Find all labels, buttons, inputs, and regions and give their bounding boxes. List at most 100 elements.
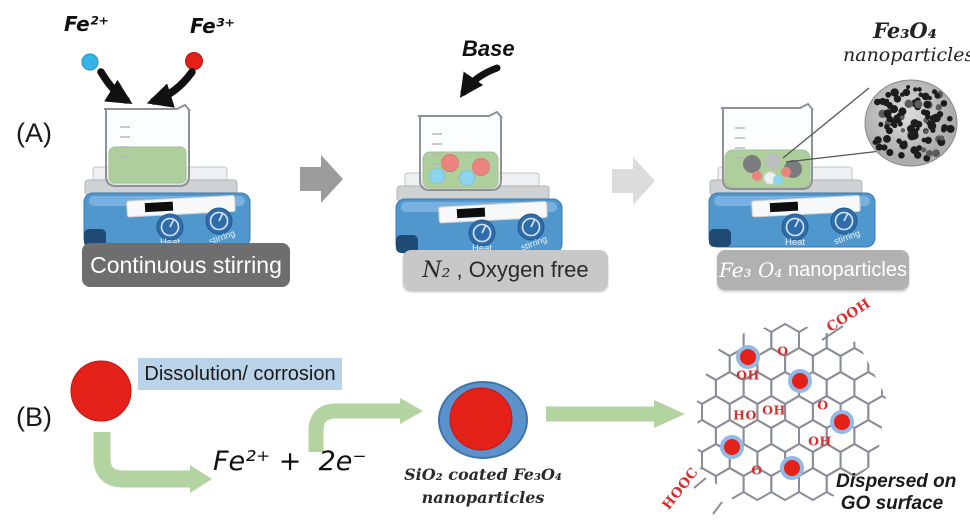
stage3-caption-rest: nanoparticles bbox=[782, 258, 907, 281]
go-anchored-particle bbox=[736, 345, 760, 369]
tem-dot bbox=[932, 149, 940, 158]
stage3-caption-formula: Fe₃ O₄ bbox=[719, 258, 783, 282]
beaker1-graduations bbox=[120, 126, 130, 158]
beaker1-rim bbox=[104, 103, 191, 112]
beaker-2 bbox=[418, 110, 503, 191]
beaker3-nanoparticles bbox=[743, 153, 802, 185]
go-functional-group-label: HO bbox=[733, 408, 757, 423]
go-anchored-particle bbox=[830, 410, 854, 434]
tem-dot bbox=[932, 89, 937, 95]
hotplate-control-panel bbox=[751, 194, 861, 218]
go-anchored-particle bbox=[720, 435, 744, 459]
tem-dot bbox=[927, 121, 935, 129]
tem-dot bbox=[899, 141, 908, 150]
stage2-caption: N₂ , Oxygen free bbox=[403, 250, 608, 290]
beaker2-rim bbox=[418, 110, 503, 119]
dissolution-label: Dissolution/ corrosion bbox=[144, 362, 336, 385]
fe2-label: Fe²⁺ bbox=[64, 12, 109, 36]
tem-dot bbox=[917, 87, 922, 92]
tem-dot bbox=[940, 100, 948, 107]
go-functional-group-label: O bbox=[751, 463, 762, 478]
fe3-arrow bbox=[146, 68, 196, 108]
base-arrow bbox=[459, 64, 501, 98]
core-shell-particle bbox=[438, 381, 528, 459]
tem-dot bbox=[879, 97, 887, 106]
dispersed-label-line1: Dispersed on bbox=[836, 471, 957, 492]
heat-knob-label: Heat bbox=[785, 237, 805, 248]
tem-dot bbox=[930, 127, 936, 133]
tem-dot bbox=[914, 151, 922, 159]
tem-dot bbox=[934, 92, 941, 99]
fe3-dot bbox=[185, 52, 203, 70]
heat-knob-label: Heat bbox=[472, 243, 492, 254]
tem-dot bbox=[914, 100, 923, 109]
tem-dot bbox=[906, 85, 911, 89]
tem-dot bbox=[913, 87, 918, 92]
go-bonds bbox=[693, 325, 844, 515]
elbow-arrow-2 bbox=[308, 398, 423, 452]
stage2-caption-formula: N₂ bbox=[422, 257, 451, 283]
stage-arrow-1 bbox=[300, 155, 343, 203]
stage2-caption-rest: , Oxygen free bbox=[450, 257, 589, 282]
tem-callout-line-2 bbox=[785, 150, 882, 163]
tem-dot bbox=[883, 109, 892, 118]
tem-dot bbox=[935, 104, 942, 111]
beaker-3 bbox=[721, 102, 814, 190]
go-functional-group-label: OH bbox=[808, 434, 832, 449]
hotplate-control-panel bbox=[438, 200, 548, 224]
tem-dot bbox=[921, 109, 927, 116]
stirring-knob bbox=[830, 207, 858, 235]
beaker-1 bbox=[104, 103, 191, 187]
heat-knob bbox=[781, 213, 809, 241]
beaker2-graduations bbox=[432, 133, 442, 165]
go-anchored-particle bbox=[780, 456, 804, 480]
go-functional-group-label: O bbox=[817, 398, 828, 413]
tem-dot bbox=[881, 144, 888, 151]
hotplate-display bbox=[769, 201, 799, 213]
hotplate-control-panel bbox=[126, 194, 236, 218]
go-functional-group-label: OH bbox=[736, 368, 760, 383]
go-functional-group-label: HOOC bbox=[659, 464, 702, 512]
fe2-arrow bbox=[97, 68, 133, 105]
tem-dot bbox=[936, 111, 944, 118]
tem-dot bbox=[890, 105, 898, 113]
tem-dot bbox=[883, 135, 891, 143]
tem-dot bbox=[921, 147, 927, 153]
tem-dot bbox=[898, 107, 907, 116]
panel-a-label: (A) bbox=[16, 118, 52, 148]
stage3-caption: Fe₃ O₄ nanoparticles bbox=[717, 250, 909, 290]
tem-dot bbox=[885, 91, 892, 98]
tem-dot bbox=[921, 92, 930, 101]
beaker1-glass bbox=[105, 109, 190, 187]
tem-dot bbox=[898, 152, 905, 159]
elbow-arrow-1 bbox=[93, 432, 212, 493]
tem-dot bbox=[913, 147, 920, 153]
tem-dot bbox=[904, 99, 913, 109]
stage1-caption: Continuous stirring bbox=[82, 243, 290, 287]
tem-dot bbox=[915, 120, 923, 128]
tem-dot bbox=[924, 136, 932, 144]
tem-dot bbox=[900, 128, 906, 133]
tem-dots bbox=[872, 85, 955, 162]
tem-dot bbox=[923, 100, 931, 109]
heat-knob bbox=[468, 219, 496, 247]
beaker1-liquid bbox=[108, 146, 187, 184]
tem-dot bbox=[878, 122, 884, 127]
tem-dot bbox=[874, 136, 882, 144]
hotplate-display bbox=[456, 207, 486, 219]
tem-dot bbox=[893, 95, 902, 103]
core-shell-label-line2: nanoparticles bbox=[421, 488, 545, 507]
beaker3-graduations bbox=[735, 127, 745, 159]
tem-dot bbox=[931, 115, 939, 123]
tem-label-formula: Fe₃O₄ bbox=[873, 18, 937, 43]
heat-knob-label: Heat bbox=[160, 237, 180, 248]
hexagon-cell bbox=[697, 323, 717, 357]
hexagon-cell bbox=[798, 467, 828, 501]
tem-dot bbox=[875, 143, 883, 151]
beaker2-glass bbox=[419, 116, 502, 191]
stirring-knob bbox=[517, 213, 545, 241]
core-shell-label-line1: SiO₂ coated Fe₃O₄ bbox=[404, 465, 562, 484]
tem-dot bbox=[947, 115, 953, 122]
